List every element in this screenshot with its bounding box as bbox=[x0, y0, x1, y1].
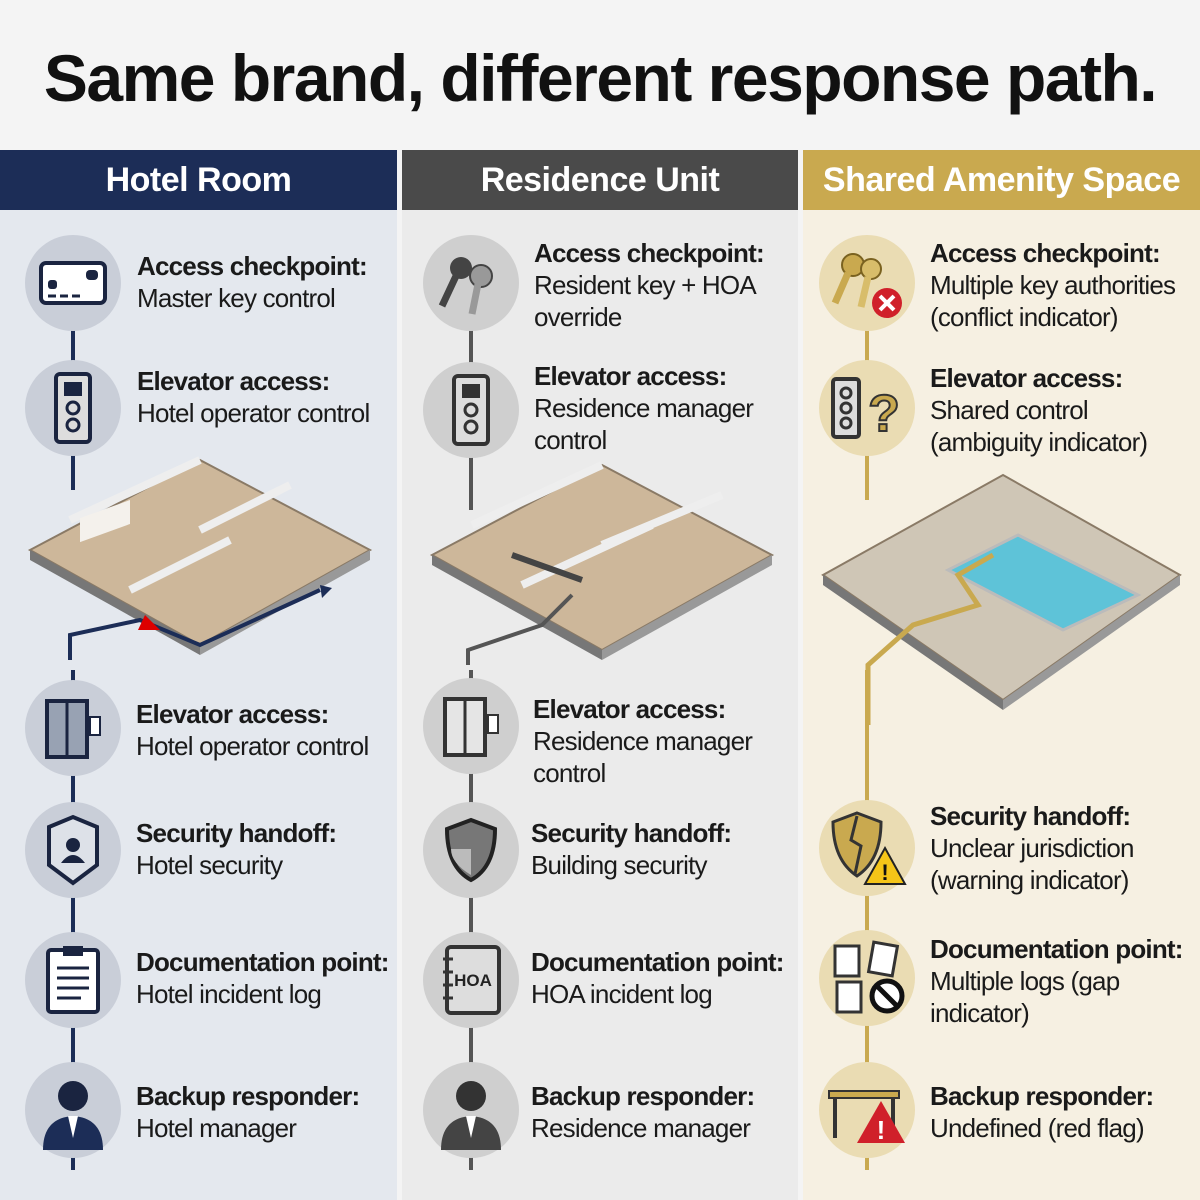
connector-line bbox=[71, 670, 75, 1170]
manager-icon bbox=[25, 1062, 121, 1158]
item-value: Multiple logs (gap indicator) bbox=[930, 966, 1120, 1028]
svg-text:!: ! bbox=[881, 860, 888, 885]
empty-desk-warning-icon: ! bbox=[819, 1062, 915, 1158]
elevator-icon bbox=[423, 678, 519, 774]
broken-shield-warning-icon: ! bbox=[819, 800, 915, 896]
item-value: Hotel incident log bbox=[136, 979, 322, 1009]
item-label: Access checkpoint: bbox=[534, 238, 765, 268]
elevator-panel-icon bbox=[25, 360, 121, 456]
hotel-room-floorplan bbox=[27, 456, 373, 660]
svg-text:?: ? bbox=[868, 385, 900, 443]
item-value: Hotel security bbox=[136, 850, 283, 880]
residence-unit-floorplan bbox=[429, 461, 775, 665]
item-value: Shared control (ambiguity indicator) bbox=[930, 395, 1148, 457]
item-label: Elevator access: bbox=[533, 694, 726, 724]
item-label: Elevator access: bbox=[534, 361, 727, 391]
item-value: Resident key + HOA override bbox=[534, 270, 755, 332]
connector-line bbox=[469, 670, 473, 1170]
keys-icon bbox=[423, 235, 519, 331]
svg-text:!: ! bbox=[877, 1115, 886, 1145]
item-label: Security handoff: bbox=[531, 818, 732, 848]
item-label: Elevator access: bbox=[136, 699, 329, 729]
key-card-icon bbox=[25, 235, 121, 331]
item-label: Access checkpoint: bbox=[930, 238, 1161, 268]
item-label: Documentation point: bbox=[136, 947, 389, 977]
item-label: Documentation point: bbox=[930, 934, 1183, 964]
item-value: Multiple key authorities (conflict indic… bbox=[930, 270, 1176, 332]
item-label: Access checkpoint: bbox=[137, 251, 368, 281]
shield-icon bbox=[423, 802, 519, 898]
item-value: Undefined (red flag) bbox=[930, 1113, 1145, 1143]
elevator-panel-icon bbox=[423, 362, 519, 458]
item-label: Elevator access: bbox=[930, 363, 1123, 393]
security-badge-icon bbox=[25, 802, 121, 898]
item-value: Hotel operator control bbox=[136, 731, 369, 761]
page-title: Same brand, different response path. bbox=[43, 41, 1158, 115]
column-residence-unit: Residence Unit Access checkpoint:Residen… bbox=[402, 150, 798, 1200]
clipboard-icon bbox=[25, 932, 121, 1028]
item-value: Master key control bbox=[137, 283, 336, 313]
item-label: Elevator access: bbox=[137, 366, 330, 396]
elevator-question-icon: ? bbox=[819, 360, 915, 456]
item-value: Residence manager bbox=[531, 1113, 751, 1143]
column-header: Hotel Room bbox=[0, 150, 397, 210]
keys-conflict-icon bbox=[819, 235, 915, 331]
column-hotel-room: Hotel Room Access checkpoint:Master key … bbox=[0, 150, 397, 1200]
item-value: Building security bbox=[531, 850, 708, 880]
item-value: Unclear jurisdiction (warning indicator) bbox=[930, 833, 1134, 895]
item-label: Backup responder: bbox=[531, 1081, 755, 1111]
logs-gap-icon bbox=[819, 930, 915, 1026]
item-value: HOA incident log bbox=[531, 979, 713, 1009]
manager-icon bbox=[423, 1062, 519, 1158]
notebook-icon: HOA bbox=[423, 932, 519, 1028]
item-label: Security handoff: bbox=[930, 801, 1131, 831]
connector-line bbox=[865, 670, 869, 1170]
column-header: Residence Unit bbox=[402, 150, 798, 210]
column-shared-amenity-space: Shared Amenity Space Access checkpoint:M… bbox=[803, 150, 1200, 1200]
elevator-icon bbox=[25, 680, 121, 776]
column-header: Shared Amenity Space bbox=[803, 150, 1200, 210]
item-label: Documentation point: bbox=[531, 947, 784, 977]
item-label: Backup responder: bbox=[930, 1081, 1154, 1111]
shared-amenity-floorplan bbox=[821, 473, 1182, 725]
hoa-icon-label: HOA bbox=[454, 971, 492, 990]
item-value: Hotel manager bbox=[136, 1113, 297, 1143]
item-label: Security handoff: bbox=[136, 818, 337, 848]
item-value: Hotel operator control bbox=[137, 398, 370, 428]
item-label: Backup responder: bbox=[136, 1081, 360, 1111]
item-value: Residence manager control bbox=[533, 726, 753, 788]
item-value: Residence manager control bbox=[534, 393, 754, 455]
